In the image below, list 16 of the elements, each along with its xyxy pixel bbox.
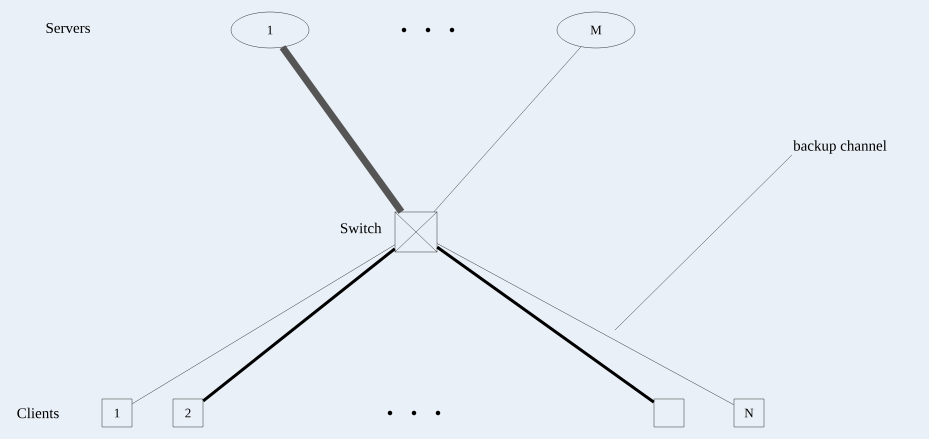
link-line [437,243,734,405]
row-label: Clients [17,408,59,418]
callout-text: backup channel [793,140,887,154]
client-box [654,398,684,428]
thick-link [280,45,404,214]
node-caption: Switch [340,222,382,234]
switch-box [394,212,438,252]
leader-line [614,154,792,330]
client-box: N [734,398,764,428]
thick-link [202,248,396,402]
link-line [434,46,582,212]
client-box: 1 [102,398,132,428]
row-label: Servers [46,22,90,34]
link-line [132,244,395,404]
client-box: 2 [172,398,204,428]
thick-link [436,246,655,404]
